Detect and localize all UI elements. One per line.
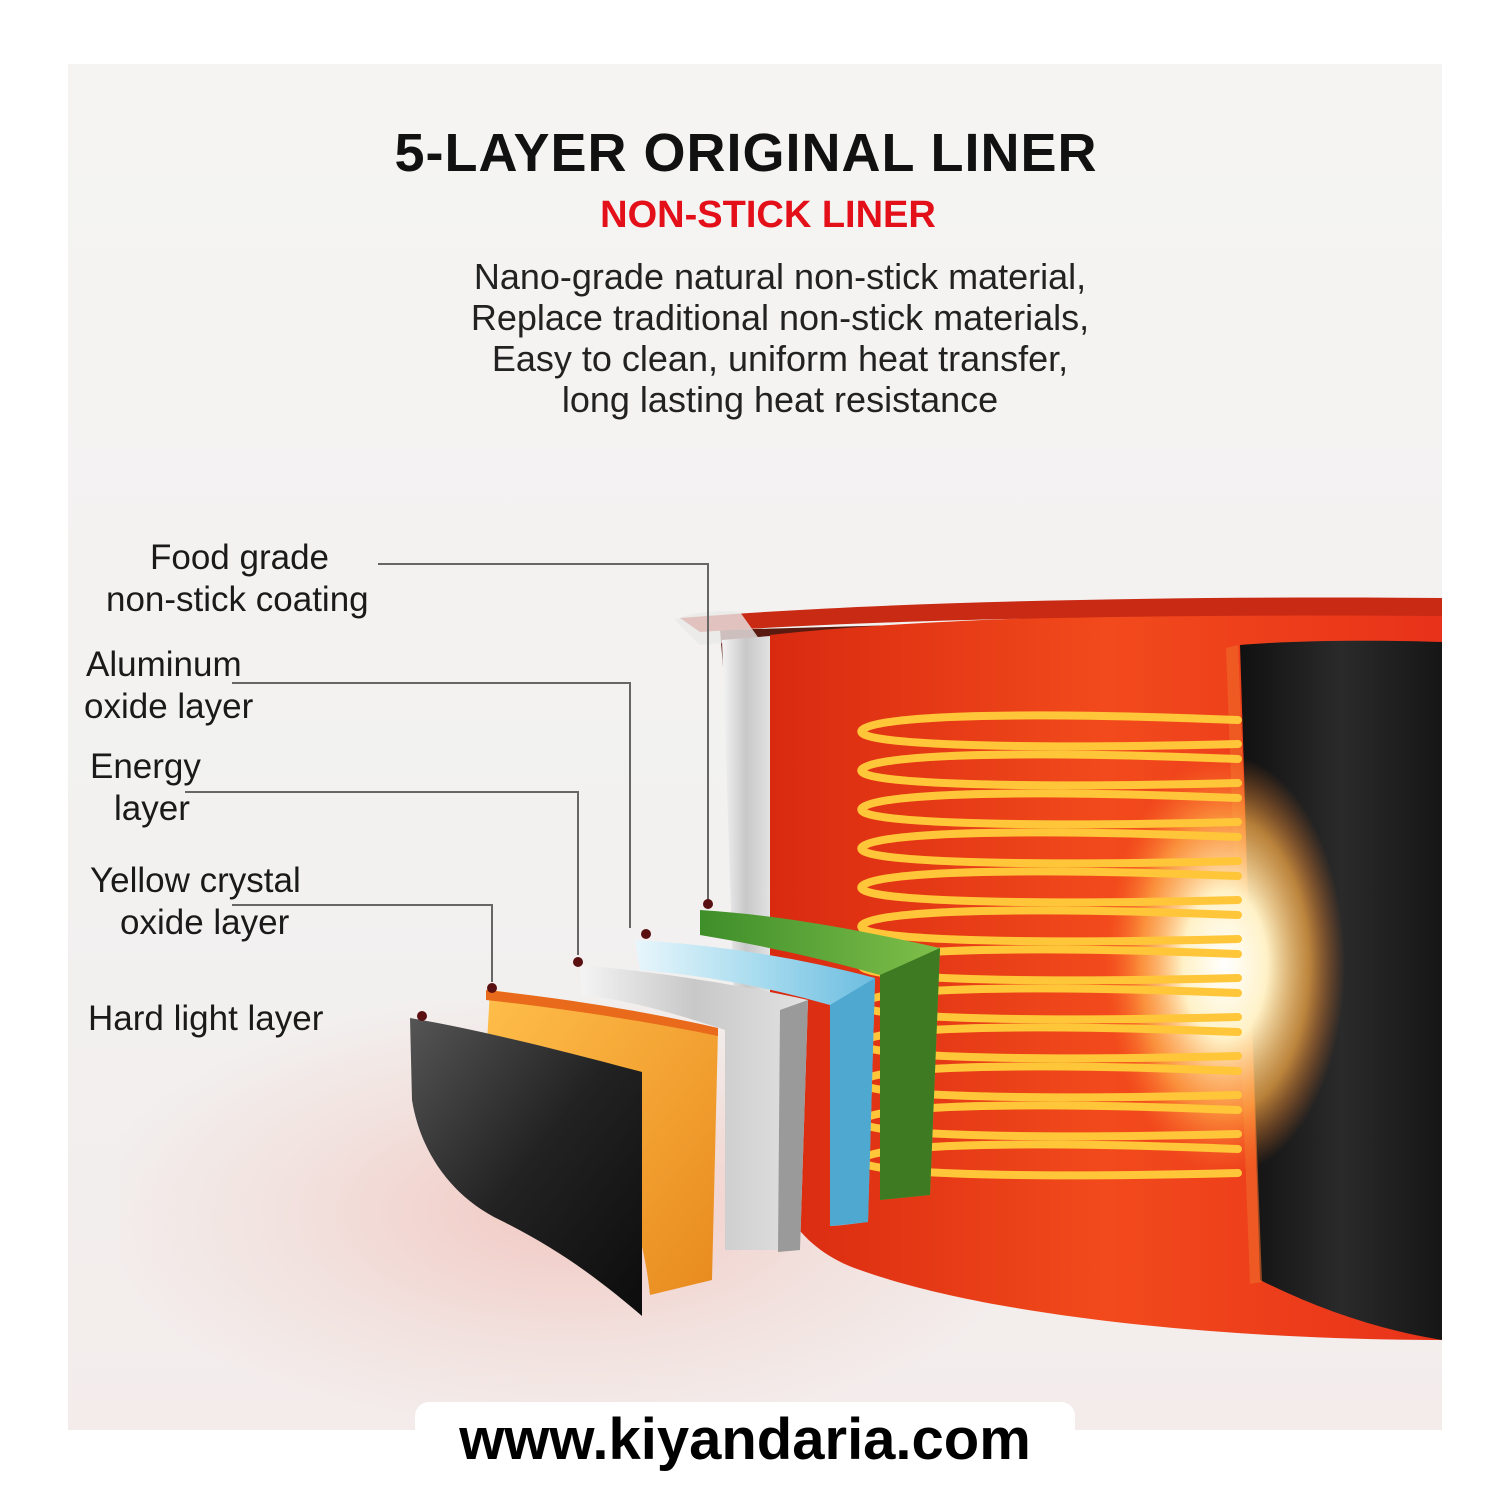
label-energy-line2: layer [114,789,190,828]
description-line: Nano-grade natural non-stick material, [473,256,1087,297]
layer-dark [410,1018,642,1316]
layer-silver [580,965,808,1250]
label-energy-line1: Energy [90,747,201,786]
heat-coil-loop [857,828,1242,868]
layer-green-edge [880,948,940,1200]
heat-coil-loop [857,867,1242,907]
website-link[interactable]: www.kiyandaria.com [459,1407,1031,1472]
label-aluminum-line2: oxide layer [84,687,254,726]
heat-coil-loop [857,711,1242,751]
footer-box [415,1402,1075,1478]
description-line: long lasting heat resistance [561,379,999,420]
description-line: Easy to clean, uniform heat transfer, [491,338,1069,379]
label-yellow-crystal-line2: oxide layer [120,903,290,942]
layer-silver-edge [778,1000,808,1252]
label-yellow-crystal-line1: Yellow crystal [90,861,301,900]
layer-orange-top [486,990,718,1036]
label-hard-light: Hard light layer [88,999,324,1038]
heat-coil-loop [857,906,1242,946]
description-line: Replace traditional non-stick materials, [470,297,1090,338]
page-subtitle: NON-STICK LINER [600,194,936,236]
label-aluminum-line1: Aluminum [86,645,242,684]
heat-coil-loop [857,789,1242,829]
leader-dots [417,899,713,1021]
label-food-grade-line1: Food grade [150,538,330,577]
page-title: 5-LAYER ORIGINAL LINER [394,123,1098,183]
layer-blue-edge [830,978,875,1226]
heat-coil-loop [857,750,1242,790]
description: Nano-grade natural non-stick material, R… [380,256,1180,420]
leader-lines [185,563,709,982]
label-food-grade-line2: non-stick coating [106,580,369,619]
